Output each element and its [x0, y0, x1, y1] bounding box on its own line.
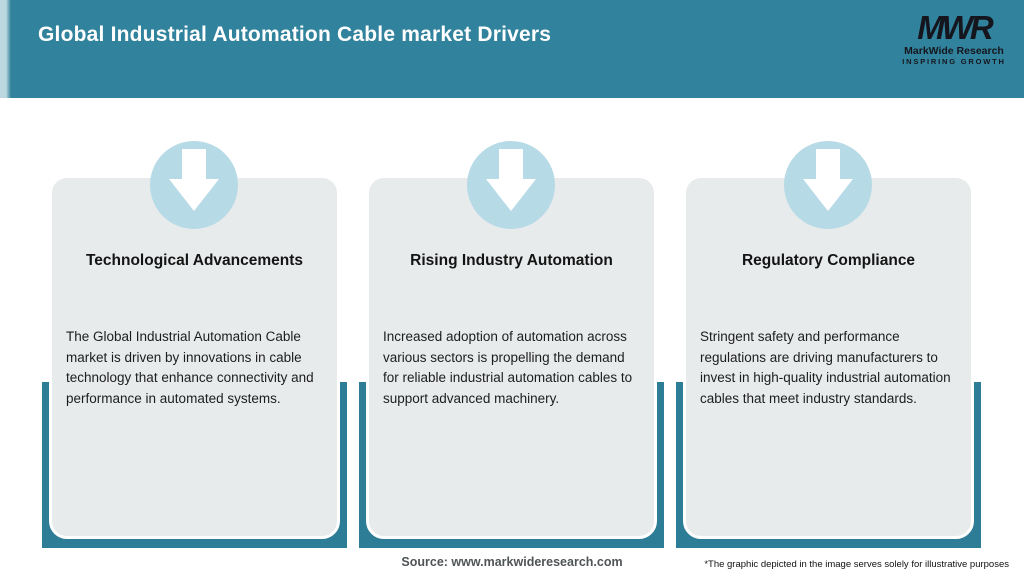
driver-card-technological-advancements: Technological Advancements The Global In… — [42, 141, 347, 548]
header-bar: Global Industrial Automation Cable marke… — [0, 0, 1024, 98]
card-panel: Rising Industry Automation Increased ado… — [366, 175, 657, 539]
logo-company-name: MarkWide Research — [904, 45, 1004, 57]
disclaimer-text: *The graphic depicted in the image serve… — [704, 559, 1009, 570]
down-arrow-icon — [150, 141, 238, 229]
driver-card-rising-industry-automation: Rising Industry Automation Increased ado… — [359, 141, 664, 548]
card-title: Rising Industry Automation — [410, 252, 613, 269]
down-arrow-icon — [784, 141, 872, 229]
card-title: Regulatory Compliance — [741, 252, 916, 269]
logo-tagline: INSPIRING GROWTH — [902, 57, 1006, 66]
source-text: Source: www.markwideresearch.com — [401, 555, 623, 569]
page-title: Global Industrial Automation Cable marke… — [38, 23, 552, 46]
card-panel: Technological Advancements The Global In… — [49, 175, 340, 539]
card-body-text: Increased adoption of automation across … — [383, 329, 633, 406]
card-title: Technological Advancements — [85, 252, 304, 269]
card-body-text: Stringent safety and performance regulat… — [700, 329, 951, 406]
down-arrow-icon — [467, 141, 555, 229]
card-body-text: The Global Industrial Automation Cable m… — [66, 329, 314, 406]
card-panel: Regulatory Compliance Stringent safety a… — [683, 175, 974, 539]
markwide-logo: MWR MarkWide Research INSPIRING GROWTH — [894, 11, 1014, 67]
driver-card-regulatory-compliance: Regulatory Compliance Stringent safety a… — [676, 141, 981, 548]
logo-monogram-icon: MWR — [917, 9, 993, 46]
